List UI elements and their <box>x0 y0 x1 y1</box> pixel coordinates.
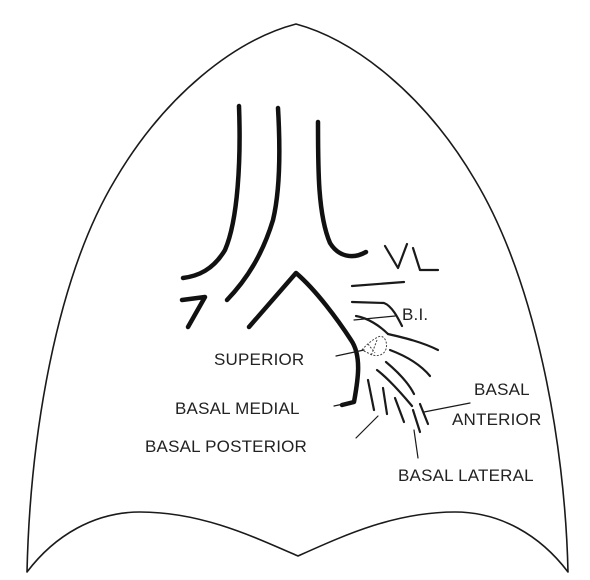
leader-superior <box>336 350 364 356</box>
label-superior: SUPERIOR <box>214 350 304 369</box>
label-basal-posterior: BASAL POSTERIOR <box>145 437 307 456</box>
label-basal-lateral: BASAL LATERAL <box>398 466 534 485</box>
segmental-bronchi <box>352 244 438 432</box>
label-basal-anterior-line1: BASAL <box>474 380 530 399</box>
leader-basal-posterior <box>356 416 378 438</box>
superior-segment-dotted <box>362 336 387 356</box>
leader-basal-lateral <box>414 430 418 458</box>
label-bi: B.I. <box>402 305 428 324</box>
label-basal-anterior-line2: ANTERIOR <box>452 410 541 429</box>
lung-outline <box>27 24 568 572</box>
label-basal-medial: BASAL MEDIAL <box>175 399 300 418</box>
